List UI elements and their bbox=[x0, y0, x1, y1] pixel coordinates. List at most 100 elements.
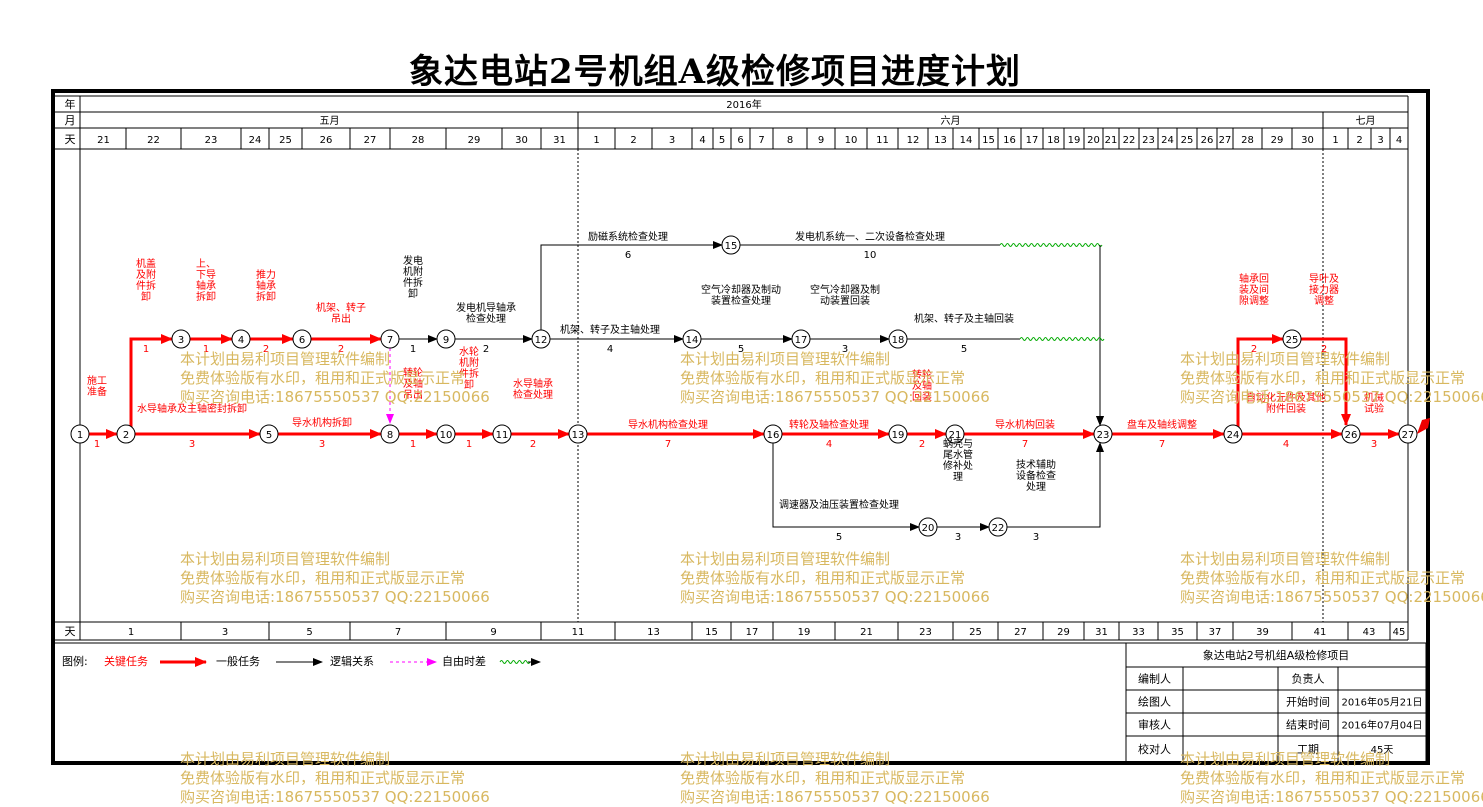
date-label: 1 bbox=[593, 135, 599, 146]
footer-day-label: 31 bbox=[1095, 627, 1108, 638]
date-label: 10 bbox=[845, 135, 858, 146]
event-node bbox=[436, 424, 456, 444]
task-label: 水轮机附件拆卸 bbox=[459, 345, 479, 391]
event-node-number: 22 bbox=[992, 523, 1005, 534]
date-label: 9 bbox=[818, 135, 824, 146]
year-row-label: 年 bbox=[65, 97, 76, 111]
event-node-number: 12 bbox=[535, 335, 548, 346]
task-duration: 7 bbox=[1159, 439, 1165, 450]
date-label: 13 bbox=[934, 135, 947, 146]
date-label: 4 bbox=[699, 135, 705, 146]
date-label: 15 bbox=[982, 135, 995, 146]
event-node bbox=[259, 424, 279, 444]
task-duration: 5 bbox=[738, 344, 744, 355]
info-table-label: 绘图人 bbox=[1138, 695, 1171, 709]
date-label: 4 bbox=[1396, 135, 1402, 146]
task-arrow bbox=[1236, 334, 1284, 436]
event-node bbox=[380, 329, 400, 349]
date-label: 16 bbox=[1003, 135, 1016, 146]
date-label: 30 bbox=[515, 135, 528, 146]
info-table-value: 2016年05月21日 bbox=[1342, 696, 1423, 709]
event-node bbox=[492, 424, 512, 444]
task-duration: 7 bbox=[1022, 439, 1028, 450]
event-node bbox=[1282, 329, 1302, 349]
date-label: 24 bbox=[249, 135, 262, 146]
info-table-label: 校对人 bbox=[1138, 742, 1171, 756]
task-label: 机械试验 bbox=[1364, 391, 1384, 415]
task-duration: 2 bbox=[919, 439, 925, 450]
event-node-number: 6 bbox=[299, 335, 305, 346]
date-label: 28 bbox=[412, 135, 425, 146]
task-label: 机架、转子及主轴处理 bbox=[560, 323, 660, 336]
event-node-number: 9 bbox=[443, 335, 449, 346]
date-label: 29 bbox=[1271, 135, 1284, 146]
footer-day-label: 23 bbox=[919, 627, 932, 638]
task-label: 技术辅助设备检查处理 bbox=[1016, 458, 1056, 493]
event-node bbox=[292, 329, 312, 349]
date-label: 27 bbox=[364, 135, 377, 146]
event-node-number: 21 bbox=[949, 430, 962, 441]
chart-title: 象达电站2号机组A级检修项目进度计划 bbox=[408, 52, 1022, 92]
event-node-number: 5 bbox=[266, 430, 272, 441]
legend-float-swatch bbox=[499, 660, 531, 664]
footer-day-label: 35 bbox=[1171, 627, 1184, 638]
task-label: 转轮及轴吊出 bbox=[403, 366, 423, 401]
date-label: 25 bbox=[1181, 135, 1194, 146]
task-duration: 4 bbox=[826, 439, 832, 450]
footer-row-label: 天 bbox=[65, 625, 76, 638]
date-label: 23 bbox=[1142, 135, 1155, 146]
date-label: 6 bbox=[737, 135, 743, 146]
task-duration: 2 bbox=[530, 439, 536, 450]
event-node bbox=[918, 517, 938, 537]
footer-day-label: 19 bbox=[798, 627, 811, 638]
task-duration: 2 bbox=[483, 344, 489, 355]
event-node-number: 4 bbox=[238, 335, 244, 346]
date-label: 5 bbox=[719, 135, 725, 146]
footer-day-label: 13 bbox=[647, 627, 660, 638]
task-duration: 3 bbox=[842, 344, 848, 355]
task-label: 上、下导轴承拆卸 bbox=[196, 258, 216, 303]
date-label: 11 bbox=[876, 135, 889, 146]
task-label: 水导轴承检查处理 bbox=[513, 377, 553, 401]
task-duration: 3 bbox=[319, 439, 325, 450]
task-duration: 3 bbox=[189, 439, 195, 450]
task-arrow bbox=[772, 443, 920, 531]
year-label: 2016年 bbox=[726, 98, 761, 111]
footer-day-label: 39 bbox=[1256, 627, 1269, 638]
task-label: 机架、转子吊出 bbox=[316, 301, 366, 325]
date-label: 30 bbox=[1301, 135, 1314, 146]
date-label: 2 bbox=[630, 135, 636, 146]
task-label: 调速器及油压装置检查处理 bbox=[779, 498, 899, 511]
info-table-title: 象达电站2号机组A级检修项目 bbox=[1203, 648, 1350, 662]
task-label: 机架、转子及主轴回装 bbox=[914, 312, 1014, 325]
footer-day-label: 45 bbox=[1393, 627, 1406, 638]
legend-item-label: 一般任务 bbox=[216, 655, 260, 668]
event-node-number: 10 bbox=[440, 430, 453, 441]
task-label: 空气冷却器及制动装置回装 bbox=[810, 283, 880, 307]
date-label: 27 bbox=[1219, 135, 1232, 146]
day-row-label: 天 bbox=[65, 133, 76, 146]
task-label: 导水机构检查处理 bbox=[628, 418, 708, 431]
month-label: 七月 bbox=[1356, 115, 1376, 127]
task-duration: 2 bbox=[1251, 344, 1257, 355]
task-label: 自动化元件及其他附件回装 bbox=[1246, 391, 1326, 415]
task-label: 发电机附件拆卸 bbox=[403, 254, 423, 300]
event-node bbox=[1223, 424, 1243, 444]
task-label: 施工准备 bbox=[87, 374, 107, 398]
task-label: 发电机系统一、二次设备检查处理 bbox=[795, 230, 945, 243]
task-arrow bbox=[1007, 442, 1104, 528]
event-node bbox=[380, 424, 400, 444]
footer-day-label: 7 bbox=[395, 627, 401, 638]
task-label: 励磁系统检查处理 bbox=[588, 230, 668, 243]
legend-item-label: 自由时差 bbox=[442, 654, 486, 668]
event-node-number: 7 bbox=[387, 335, 393, 346]
date-label: 22 bbox=[147, 135, 160, 146]
legend-item-label: 逻辑关系 bbox=[330, 654, 374, 668]
date-label: 26 bbox=[1201, 135, 1214, 146]
event-node bbox=[763, 424, 783, 444]
info-table-label: 编制人 bbox=[1138, 672, 1171, 686]
date-label: 3 bbox=[669, 135, 675, 146]
info-table-value: 45天 bbox=[1371, 745, 1394, 756]
info-table-frame bbox=[1125, 642, 1427, 763]
task-label: 导叶及接力器调整 bbox=[1309, 273, 1339, 307]
